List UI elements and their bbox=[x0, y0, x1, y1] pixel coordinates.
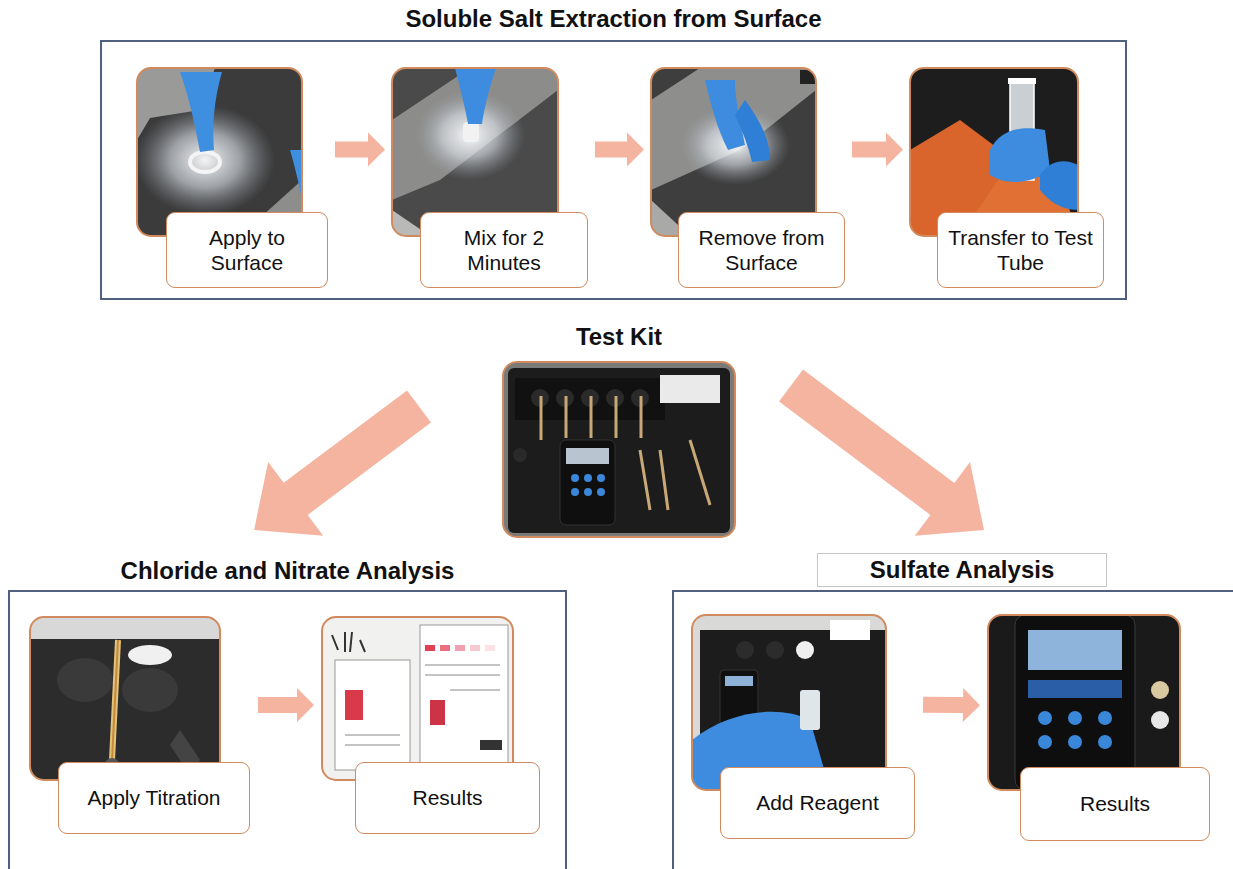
step-card: Mix for 2 Minutes bbox=[392, 68, 588, 288]
photo-frame bbox=[137, 68, 302, 236]
photo-remove bbox=[651, 68, 816, 236]
label-text: Apply Titration bbox=[87, 785, 220, 810]
photo-transfer bbox=[910, 68, 1078, 236]
block-arrow bbox=[258, 688, 314, 722]
photo-card: Test Kit bbox=[503, 322, 735, 537]
photo-frame bbox=[503, 362, 735, 537]
label-text: Results bbox=[1080, 791, 1150, 816]
step-card: Add Reagent bbox=[692, 615, 915, 839]
photo-mix bbox=[392, 68, 558, 236]
photo-frame bbox=[910, 68, 1078, 236]
label-text: Transfer to Test Tube bbox=[948, 225, 1093, 275]
photo-titration bbox=[30, 617, 220, 780]
photo-apply bbox=[137, 68, 302, 236]
label-text: Apply to Surface bbox=[177, 225, 317, 275]
group-frame: Chloride and Nitrate AnalysisApply Titra… bbox=[8, 590, 567, 869]
caption-box: Transfer to Test Tube bbox=[937, 212, 1104, 288]
photo-test-kit bbox=[503, 362, 735, 537]
label-text: Chloride and Nitrate Analysis bbox=[121, 557, 455, 584]
photo-chloride-results bbox=[322, 617, 513, 780]
group-frame: Soluble Salt Extraction from SurfaceAppl… bbox=[100, 40, 1127, 300]
section-heading: Sulfate Analysis bbox=[817, 553, 1107, 587]
label-text: Add Reagent bbox=[756, 790, 879, 815]
photo-reagent bbox=[692, 615, 886, 790]
block-arrow bbox=[254, 391, 431, 536]
label-text: Test Kit bbox=[576, 323, 662, 350]
label-text: Results bbox=[412, 785, 482, 810]
photo-frame bbox=[692, 615, 886, 790]
block-arrow bbox=[923, 688, 980, 722]
section-heading: Soluble Salt Extraction from Surface bbox=[100, 4, 1127, 34]
step-card: Remove from Surface bbox=[651, 68, 845, 288]
step-card: Results bbox=[988, 615, 1210, 841]
caption-box: Mix for 2 Minutes bbox=[420, 212, 588, 288]
photo-frame bbox=[988, 615, 1180, 790]
step-card: Apply Titration bbox=[30, 617, 250, 834]
caption-box: Results bbox=[1020, 767, 1210, 841]
label-text: Mix for 2 Minutes bbox=[431, 225, 577, 275]
section-heading: Test Kit bbox=[503, 322, 735, 352]
group-frame: Sulfate AnalysisAdd ReagentResults bbox=[672, 590, 1233, 869]
step-card: Results bbox=[322, 617, 540, 834]
caption-box: Results bbox=[355, 762, 540, 834]
label-text: Sulfate Analysis bbox=[870, 555, 1055, 585]
photo-frame bbox=[30, 617, 220, 780]
photo-frame bbox=[651, 68, 816, 236]
caption-box: Apply Titration bbox=[58, 762, 250, 834]
block-arrow bbox=[335, 132, 385, 166]
block-arrow bbox=[595, 132, 644, 166]
step-card: Transfer to Test Tube bbox=[910, 68, 1104, 288]
photo-sulfate-results bbox=[988, 615, 1180, 790]
block-arrow bbox=[852, 132, 903, 166]
caption-box: Remove from Surface bbox=[678, 212, 845, 288]
step-card: Apply to Surface bbox=[137, 68, 328, 288]
block-arrow bbox=[779, 370, 984, 536]
photo-frame bbox=[322, 617, 513, 780]
section-heading: Chloride and Nitrate Analysis bbox=[8, 556, 567, 586]
photo-frame bbox=[392, 68, 558, 236]
caption-box: Add Reagent bbox=[720, 767, 915, 839]
label-text: Soluble Salt Extraction from Surface bbox=[405, 5, 821, 32]
label-text: Remove from Surface bbox=[689, 225, 834, 275]
caption-box: Apply to Surface bbox=[166, 212, 328, 288]
